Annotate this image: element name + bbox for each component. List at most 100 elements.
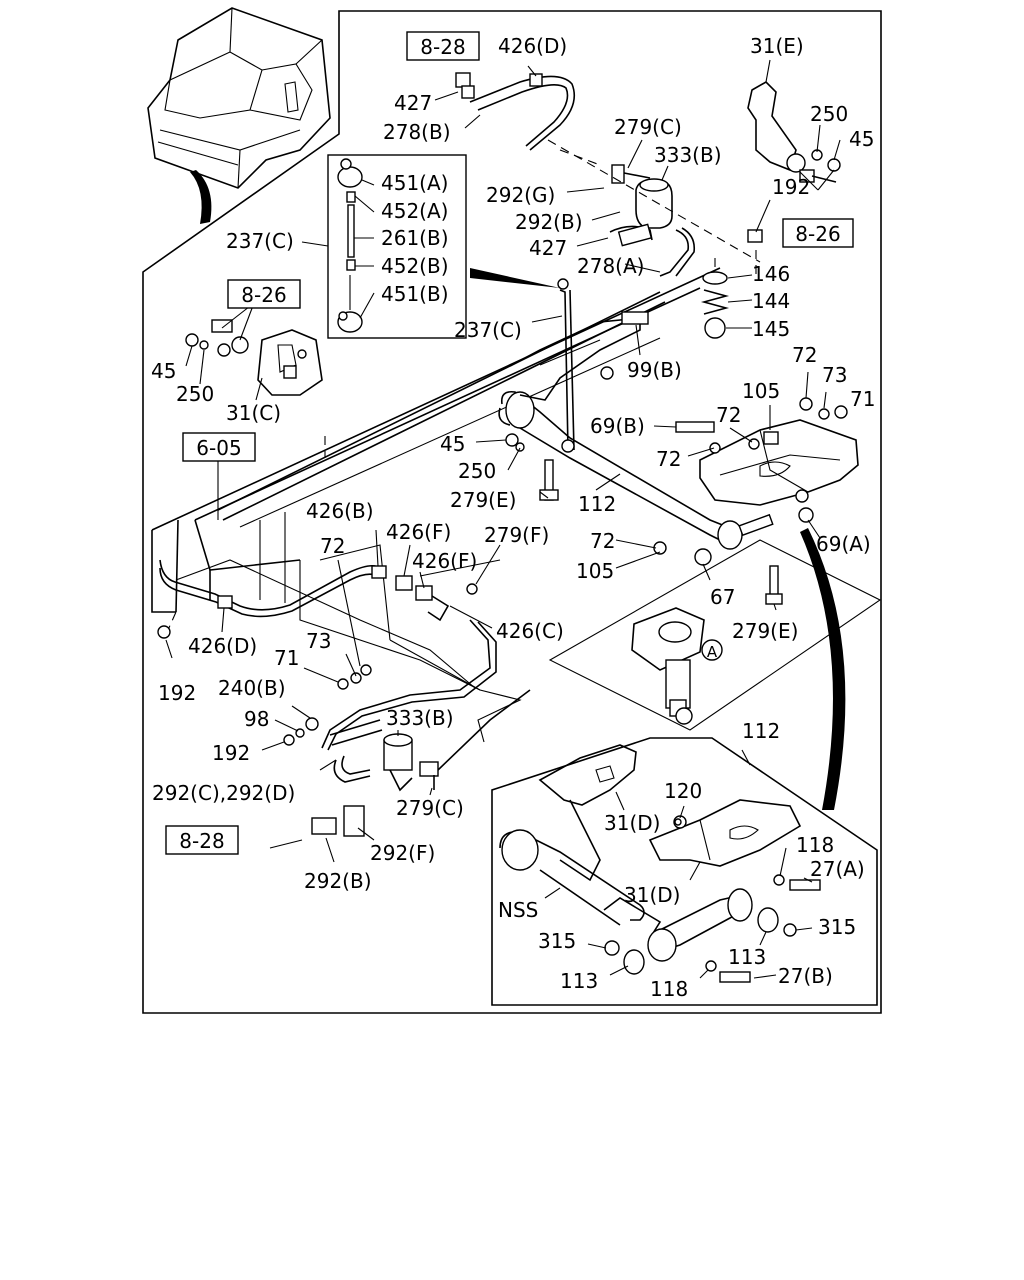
part-label: 250 [810, 102, 848, 126]
part-label: 250 [458, 459, 496, 483]
part-label: 118 [650, 977, 688, 1001]
part-label: 105 [742, 379, 780, 403]
part-label: 452(B) [381, 254, 449, 278]
part-label: 333(B) [654, 143, 722, 167]
part-label: 192 [212, 741, 250, 765]
part-label: 31(D) [624, 883, 680, 907]
part-label: 315 [818, 915, 856, 939]
part-label: 427 [529, 236, 567, 260]
part-label: 71 [274, 646, 299, 670]
part-label: 72 [792, 343, 817, 367]
part-label: 278(B) [383, 120, 451, 144]
part-label: 31(E) [750, 34, 804, 58]
part-label: 113 [728, 945, 766, 969]
ref-box-8-28-bottom [165, 825, 239, 855]
part-label: 315 [538, 929, 576, 953]
part-label: 279(E) [732, 619, 798, 643]
part-label: 120 [664, 779, 702, 803]
part-label: 237(C) [454, 318, 522, 342]
part-label: 426(D) [188, 634, 257, 658]
part-label: 279(C) [396, 796, 464, 820]
ref-box-8-26-right [782, 218, 854, 248]
ref-box-labels: 8-28 8-26 8-26 6-05 8-28 [179, 35, 840, 853]
part-label: 118 [796, 833, 834, 857]
part-label: 192 [772, 175, 810, 199]
part-label: 240(B) [218, 676, 286, 700]
part-label: 73 [822, 363, 847, 387]
part-label: 31(C) [226, 401, 281, 425]
part-label: 333(B) [386, 706, 454, 730]
part-label: 426(B) [306, 499, 374, 523]
part-label: 113 [560, 969, 598, 993]
part-label: 45 [440, 432, 465, 456]
part-label: 426(F) [412, 549, 477, 573]
part-label: 69(B) [590, 414, 645, 438]
ref-label: 8-26 [795, 222, 840, 246]
part-label: 452(A) [381, 199, 448, 223]
part-label: 261(B) [381, 226, 449, 250]
part-label: 99(B) [627, 358, 682, 382]
ref-label: 8-28 [420, 35, 465, 59]
part-label: 250 [176, 382, 214, 406]
part-label: 27(B) [778, 964, 833, 988]
callout-a-circle [701, 639, 723, 661]
diagram-frame [142, 10, 882, 1014]
part-label: 451(B) [381, 282, 449, 306]
ball-joint-stack [337, 158, 363, 333]
part-label: 279(E) [450, 488, 516, 512]
height-valve-area [455, 72, 761, 453]
part-label: 45 [849, 127, 874, 151]
part-label: 31(D) [604, 811, 660, 835]
ref-label: 6-05 [196, 436, 241, 460]
part-label: 69(A) [816, 532, 871, 556]
detail-inset-frame [491, 737, 878, 1006]
chassis-frame [151, 267, 721, 743]
ref-label: 8-28 [179, 829, 224, 853]
part-label: 112 [742, 719, 780, 743]
view-arrow [190, 170, 212, 224]
part-label: 292(F) [370, 841, 435, 865]
part-label: 292(B) [515, 210, 583, 234]
part-label: 292(C),292(D) [152, 781, 295, 805]
rear-crossmember [675, 397, 859, 506]
ref-boxes [165, 31, 854, 855]
ref-box-6-05 [182, 432, 256, 462]
callout-a-label: A [707, 643, 718, 661]
part-label: 427 [394, 91, 432, 115]
part-label: 144 [752, 289, 790, 313]
cab-illustration [147, 7, 331, 189]
detail-arrow [800, 528, 846, 810]
part-label: 112 [578, 492, 616, 516]
ref-box-8-28-top [406, 31, 480, 61]
part-label: 426(C) [496, 619, 564, 643]
part-label: 145 [752, 317, 790, 341]
frame-tube [159, 291, 666, 751]
part-label: 72 [320, 534, 345, 558]
part-labels: 426(D) 427 278(B) 31(E) 250 45 279(C) 33… [151, 34, 875, 1001]
part-label: 72 [656, 447, 681, 471]
part-label: 71 [850, 387, 875, 411]
ref-label: 8-26 [241, 283, 286, 307]
part-label: 45 [151, 359, 176, 383]
part-label: 279(F) [484, 523, 549, 547]
part-label: 98 [244, 707, 269, 731]
part-label: 72 [590, 529, 615, 553]
part-label: 67 [710, 585, 735, 609]
part-label: 426(F) [386, 520, 451, 544]
detail-inset-parts [499, 744, 821, 983]
part-label: 278(A) [577, 254, 644, 278]
torsion-bar [498, 311, 743, 550]
part-label: 146 [752, 262, 790, 286]
part-label: 451(A) [381, 171, 448, 195]
part-label: 72 [716, 403, 741, 427]
part-label: 426(D) [498, 34, 567, 58]
part-label: 27(A) [810, 857, 865, 881]
part-label: 292(G) [486, 183, 555, 207]
leader-lines [165, 59, 841, 979]
part-label: 105 [576, 559, 614, 583]
ref-box-8-26-left [227, 279, 301, 309]
part-label: 192 [158, 681, 196, 705]
part-label: NSS [498, 898, 538, 922]
rear-bracket-31e [700, 81, 841, 339]
